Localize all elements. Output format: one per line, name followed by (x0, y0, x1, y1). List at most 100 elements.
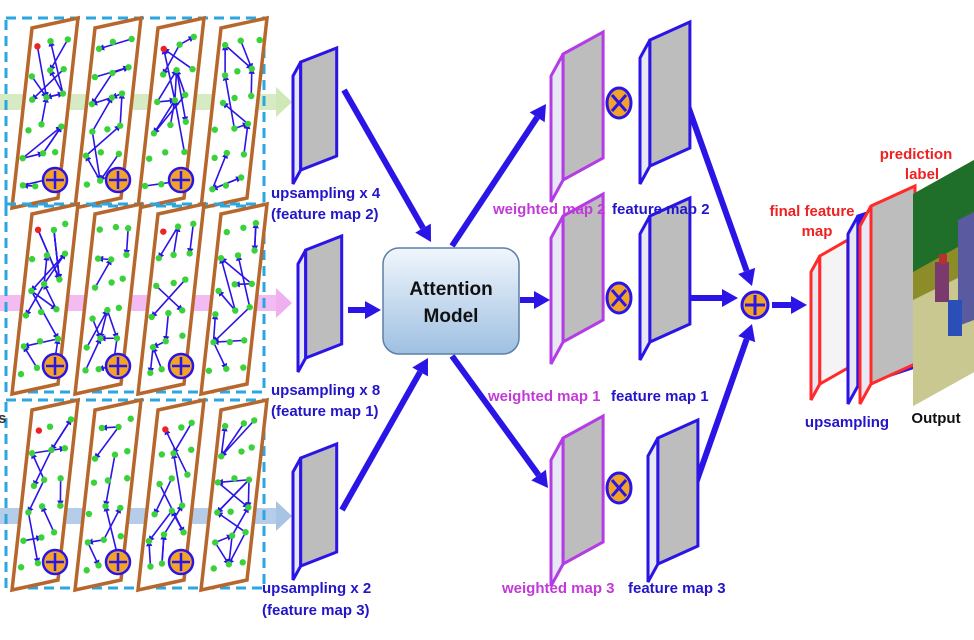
graph-node (38, 534, 45, 541)
graph-node (222, 182, 230, 189)
graph-node (209, 185, 216, 193)
graph-edge (220, 419, 255, 458)
graph-node (108, 279, 115, 286)
graph-node (188, 419, 195, 427)
graph-node (252, 219, 260, 227)
graph-node (178, 502, 186, 509)
graph-node (170, 450, 177, 457)
graph-node (53, 306, 60, 313)
graph-node (231, 125, 238, 132)
graph-node (104, 126, 111, 133)
graph-edge (243, 122, 251, 155)
graph-edge (33, 449, 53, 487)
graph-node (57, 502, 64, 509)
graph-node (100, 536, 107, 543)
graph-node (98, 424, 106, 432)
graph-edge (43, 254, 50, 285)
graph-node (123, 251, 130, 259)
graph-node (170, 251, 177, 259)
graph-edge (236, 254, 251, 308)
graph-node (56, 276, 63, 283)
graph-node (238, 448, 245, 455)
graph-panel (9, 201, 81, 397)
label-feature-map-2-left: (feature map 2) (271, 206, 379, 223)
graph-node (218, 453, 225, 460)
graph-node (179, 307, 186, 314)
graph-panel-frame (9, 15, 81, 211)
graph-node (102, 502, 109, 510)
graph-node (160, 45, 167, 53)
graph-node (186, 250, 193, 257)
graph-node (19, 182, 27, 189)
label-upsampling: upsampling (805, 414, 889, 431)
attention-model: Attention Model (382, 247, 520, 355)
graph-node (115, 150, 123, 158)
graph-node (162, 149, 169, 156)
graph-node (237, 174, 245, 181)
graph-edge (251, 223, 259, 252)
graph-node (182, 276, 189, 283)
graph-node (40, 280, 48, 288)
graph-node (38, 121, 45, 128)
input-band (0, 508, 276, 524)
graph-edge (36, 46, 49, 99)
graph-node (160, 228, 167, 235)
graph-node (91, 73, 99, 81)
graph-node (89, 128, 96, 135)
graph-node (190, 220, 197, 228)
graph-edge (163, 313, 170, 343)
weighted-map-1 (549, 191, 605, 365)
graph-node (240, 364, 247, 371)
graph-panel-frame (72, 15, 144, 211)
graph-node (107, 256, 115, 263)
arrow-attention-to-weighted-3 (449, 354, 548, 488)
graph-node (88, 100, 96, 108)
graph-node (232, 307, 239, 314)
graph-node (28, 255, 36, 263)
graph-edge (212, 341, 227, 370)
feature-maps (291, 19, 917, 587)
graph-edge (222, 102, 249, 125)
graph-node (36, 338, 44, 345)
graph-node (210, 565, 217, 572)
graph-node (223, 365, 230, 372)
upsampled-map-1 (296, 233, 344, 373)
graph-panel (9, 397, 81, 593)
graph-edge (48, 39, 64, 94)
graph-node (214, 509, 221, 516)
graph-node (118, 90, 126, 97)
graph-node (94, 255, 102, 262)
graph-node (28, 287, 35, 295)
graph-node (34, 559, 42, 567)
graph-node (228, 532, 236, 539)
label-final-feature: final feature (769, 203, 854, 220)
graph-node (151, 511, 158, 518)
graph-node (158, 560, 166, 567)
labels: s upsampling x 4 (feature map 2) upsampl… (0, 146, 961, 619)
graph-node (62, 220, 69, 228)
graph-node (168, 475, 175, 482)
graph-edge (216, 479, 250, 514)
graph-node (168, 507, 176, 515)
graph-node (179, 332, 186, 339)
graph-node (178, 424, 185, 431)
circled-plus-icon (104, 548, 132, 576)
graph-node (223, 228, 231, 236)
graph-edge (94, 426, 120, 460)
graph-node (221, 41, 229, 49)
graph-node (248, 280, 256, 288)
graph-edge (163, 504, 183, 535)
graph-node (245, 476, 253, 483)
graph-node (96, 177, 104, 184)
graph-node (231, 281, 238, 288)
attention-label-line2: Model (424, 306, 479, 327)
graph-node (127, 415, 134, 422)
graph-node (28, 73, 36, 80)
graph-edge (161, 47, 176, 101)
graph-edge (30, 253, 66, 292)
feature-map-2 (638, 19, 692, 185)
graph-node (54, 335, 62, 343)
attention-label-line1: Attention (409, 279, 492, 300)
graph-edge (123, 228, 130, 257)
graph-node (128, 35, 135, 43)
